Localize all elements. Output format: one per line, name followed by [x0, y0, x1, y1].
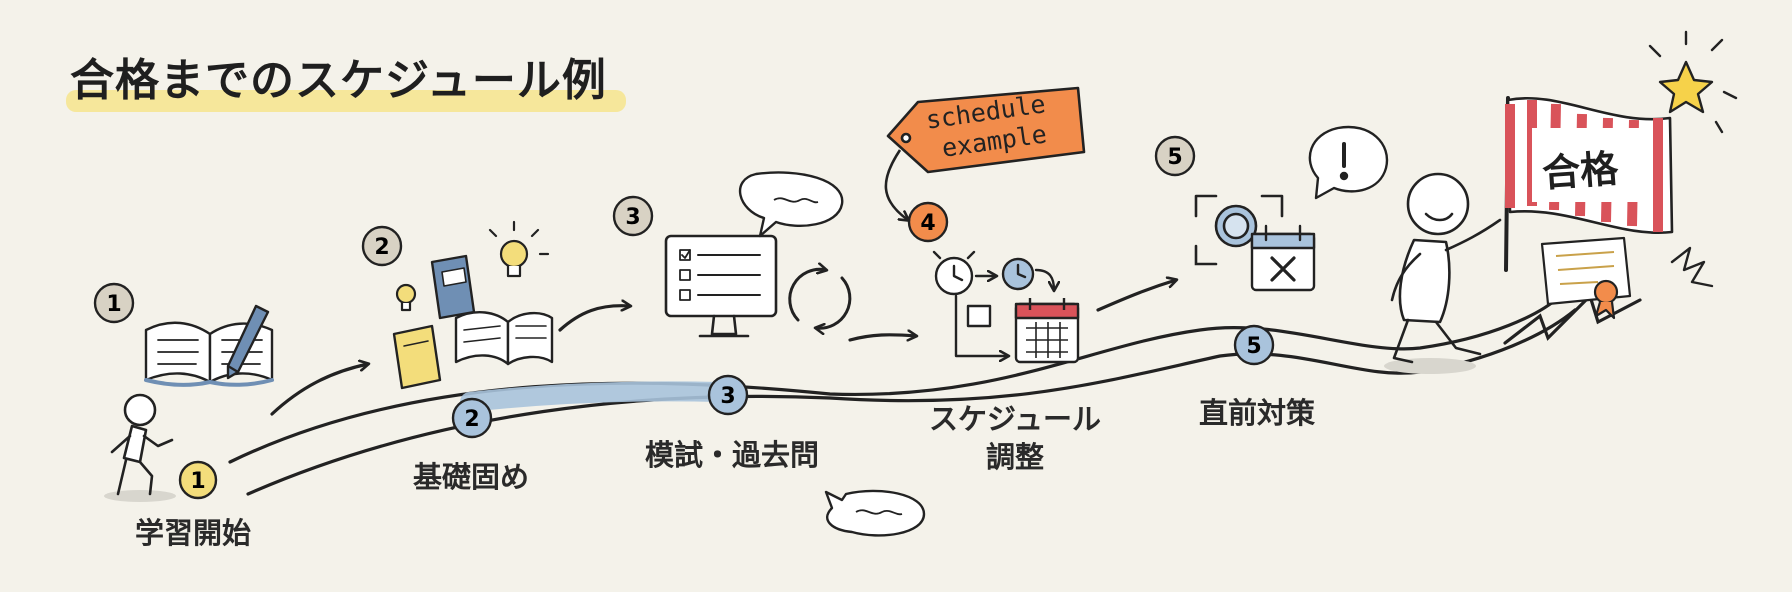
- monitor-checklist-icon: [664, 234, 778, 338]
- lightbulb-icon: [395, 220, 550, 312]
- badge-2-road: [451, 397, 493, 439]
- arrow-4-to-5: [1096, 280, 1176, 312]
- step-badges: 1 1 2 2 3 3 4 5 5: [93, 135, 1275, 500]
- badge-2-road-text: 2: [464, 407, 479, 432]
- refresh-cycle-icon: [788, 269, 852, 328]
- calendar-icon: [1014, 298, 1080, 364]
- focus-target-icon: [1194, 194, 1284, 266]
- title-block: 合格までのスケジュール例: [66, 44, 626, 112]
- step-2-label: 基礎固め: [412, 460, 529, 494]
- badge-2-top-text: 2: [374, 235, 389, 260]
- speech-bubble-icon: [738, 171, 926, 537]
- badge-3-road: [707, 374, 749, 416]
- books-icon: [392, 254, 554, 390]
- certificate-icon: [1540, 236, 1632, 320]
- goal-person-icon: [1384, 172, 1502, 374]
- badge-4-text: 4: [920, 211, 935, 236]
- flow-arrows: [270, 280, 1176, 416]
- road-zigzag-end: [1503, 292, 1642, 345]
- schedule-tag: [884, 86, 1086, 220]
- badge-2-top: [361, 225, 403, 267]
- step-5-label: 直前対策: [1198, 396, 1315, 430]
- badge-1-road-text: 1: [190, 469, 205, 494]
- badge-4: [907, 201, 949, 243]
- badge-5-top: [1154, 135, 1196, 177]
- alarm-clock-icon: [932, 250, 1054, 356]
- step-4-label-line-1: スケジュール: [929, 402, 1101, 436]
- step-4-label: スケジュール 調整: [910, 400, 1120, 476]
- badge-3-top-text: 3: [625, 205, 640, 230]
- walking-person-icon: [104, 393, 176, 502]
- road-highlight: [460, 381, 730, 412]
- page-title: 合格までのスケジュール例: [70, 55, 607, 106]
- sparkle-burst-icon: [1670, 246, 1714, 288]
- exclamation-bubble-icon: [1308, 125, 1389, 200]
- step-1-label: 学習開始: [134, 516, 251, 550]
- badge-1-top-text: 1: [106, 292, 121, 317]
- step-3-label: 模試・過去問: [644, 438, 819, 472]
- badge-5-road: [1233, 324, 1275, 366]
- calendar-cross-icon: [1250, 224, 1316, 292]
- badge-1-road: [178, 460, 218, 500]
- title-highlight: [66, 90, 626, 112]
- arrow-3-to-4: [848, 335, 916, 340]
- flag-label: 合格: [1540, 146, 1620, 196]
- badge-5-road-text: 5: [1246, 334, 1261, 359]
- step-4-label-line-2: 調整: [985, 440, 1044, 474]
- badge-3-top: [612, 195, 654, 237]
- badge-1-top: [93, 282, 135, 324]
- pen-icon: [226, 304, 270, 380]
- badge-3-road-text: 3: [720, 384, 735, 409]
- arrow-2-to-3: [558, 306, 630, 332]
- star-icon: [1648, 30, 1738, 134]
- goal-flag: [1504, 96, 1674, 272]
- arrow-1-to-2: [270, 364, 368, 416]
- badge-5-top-text: 5: [1167, 145, 1182, 170]
